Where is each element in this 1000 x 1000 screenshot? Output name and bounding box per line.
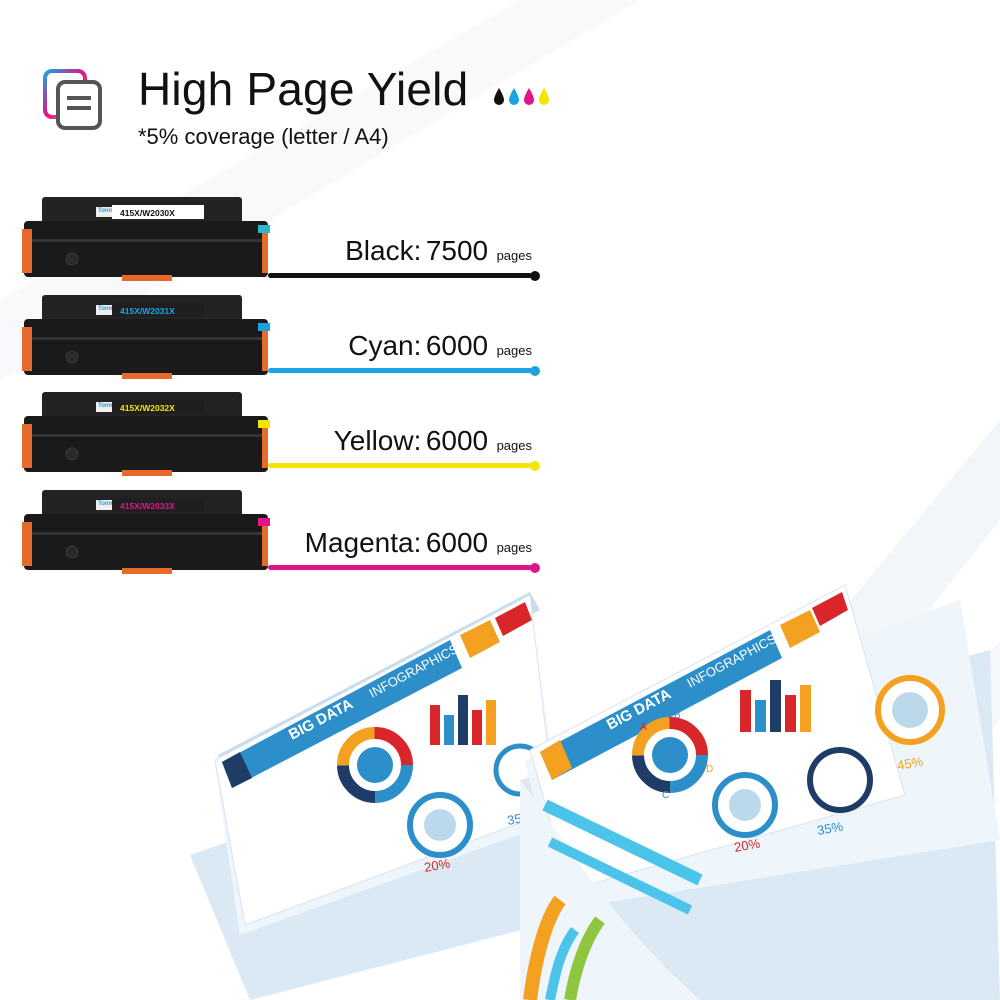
cartridge-model-label: 415X/W2033X [120,501,175,511]
yield-color-name: Yellow: [333,425,422,456]
yield-page-count: 7500 [425,235,489,266]
donut-letter-d: D [706,764,713,775]
yield-color-name: Magenta: [304,527,422,558]
cartridge-badge: Tonn [98,501,113,507]
yield-dot-black [530,271,540,281]
yield-unit: pages [496,540,532,555]
donut-letter-c: C [662,790,669,801]
yield-text: Cyan: 6000 pages [348,330,532,362]
ink-drops-icon [494,88,549,105]
page-title: High Page Yield [138,63,469,115]
coverage-note: *5% coverage (letter / A4) [138,124,389,149]
donut-letter-a: A [640,722,647,733]
yield-bar-cyan [268,368,532,373]
yield-page-count: 6000 [425,527,489,558]
yield-row-magenta: Magenta: 6000 pages [268,527,540,587]
donut-letter-b: B [674,710,681,721]
cartridge-black-shape [22,197,270,281]
yield-dot-magenta [530,563,540,573]
cartridge-badge: Tonn [98,306,113,312]
cartridge-model-label: 415X/W2032X [120,403,175,413]
yield-bar-magenta [268,565,532,570]
right-percent-c: 45% [896,754,925,773]
right-percent-b: 35% [816,819,845,838]
right-banner [540,630,782,780]
cartridge-badge: Tonn [98,208,113,214]
yield-bar-black [268,273,532,278]
yield-page-count: 6000 [425,330,489,361]
cartridge-model-label: 415X/W2031X [120,306,175,316]
yield-unit: pages [496,248,532,263]
yield-color-name: Cyan: [348,330,422,361]
yield-text: Yellow: 6000 pages [334,425,532,457]
yield-text: Black: 7500 pages [345,235,532,267]
yield-text: Magenta: 6000 pages [305,527,532,559]
yield-unit: pages [496,343,532,358]
toner-cartridge-black: Tonn 415X/W2030X [22,195,272,283]
cartridge-model-label: 415X/W2030X [120,208,175,218]
left-percent-a: 20% [423,856,452,875]
yield-row-cyan: Cyan: 6000 pages [268,330,540,390]
yield-row-black: Black: 7500 pages [268,235,540,295]
yield-unit: pages [496,438,532,453]
yield-color-name: Black: [345,235,422,266]
cartridge-cyan-shape [22,295,270,379]
printed-pages-illustration: BIG DATA INFOGRAPHICS 20% 35% BIG DATA I… [190,584,1000,1000]
cartridge-magenta-shape [22,490,270,574]
pages-stack-icon [43,69,102,130]
right-percent-a: 20% [733,836,762,855]
yield-page-count: 6000 [425,425,489,456]
cartridge-badge: Tonn [98,403,113,409]
left-banner [222,640,462,788]
yield-bar-yellow [268,463,532,468]
toner-cartridge-magenta: Tonn 415X/W2033X [22,488,272,576]
toner-cartridge-yellow: Tonn 415X/W2032X [22,390,272,478]
yield-dot-cyan [530,366,540,376]
yield-dot-yellow [530,461,540,471]
yield-row-yellow: Yellow: 6000 pages [268,425,540,485]
cartridge-yellow-shape [22,392,270,476]
toner-cartridge-cyan: Tonn 415X/W2031X [22,293,272,381]
